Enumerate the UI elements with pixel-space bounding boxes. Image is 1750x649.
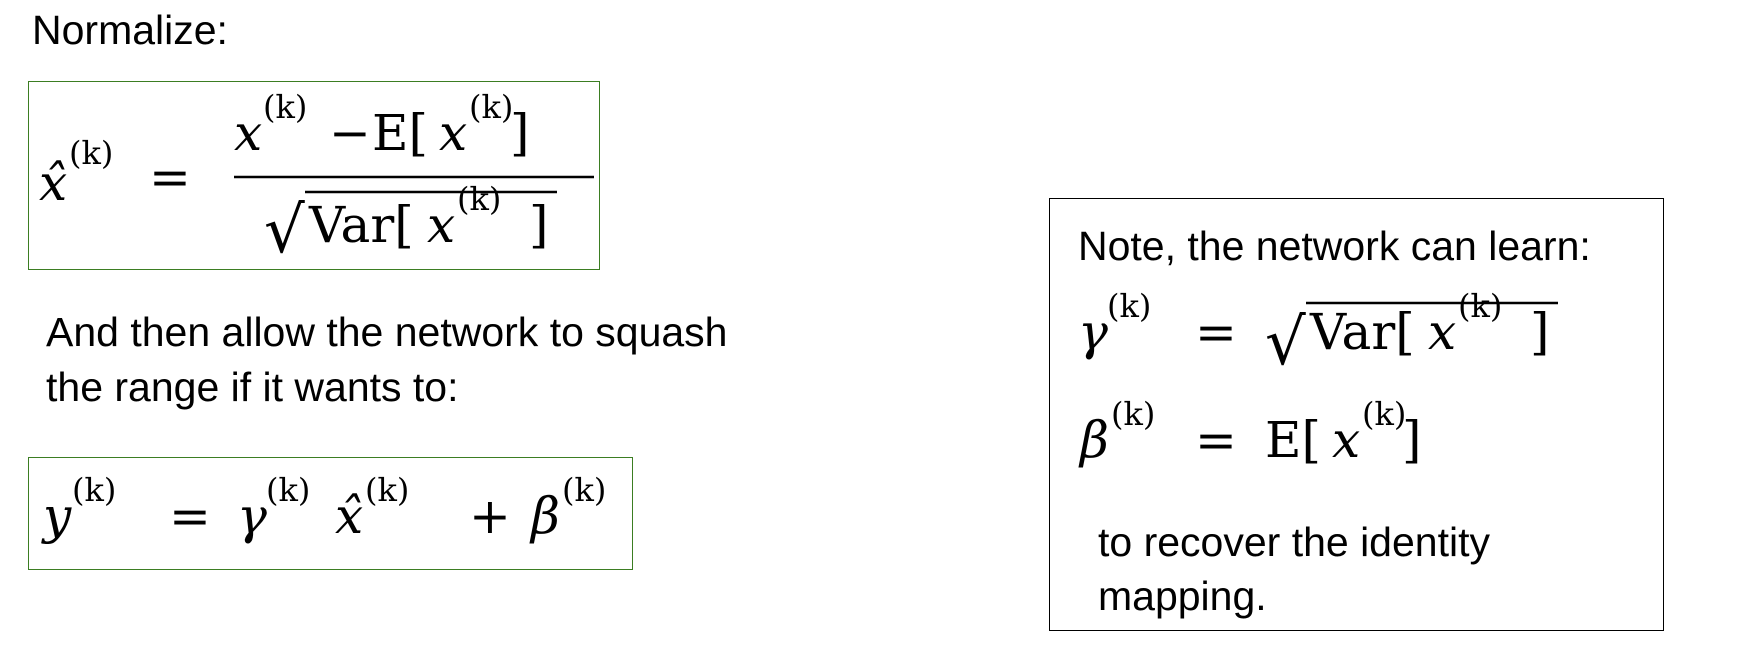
normalization-formula: x̂ (k) = x (k) − E[ x (k) ] √ Var[ x (k)…	[39, 88, 594, 268]
x-hat-symbol: x̂	[39, 154, 67, 212]
superscript-k: (k)	[469, 88, 513, 126]
superscript-k: (k)	[365, 471, 409, 509]
superscript-k: (k)	[1111, 395, 1155, 433]
expectation-open: E[	[372, 104, 428, 162]
equals-sign: =	[149, 148, 191, 206]
variance-open: Var[	[308, 196, 414, 254]
note-text-line-1: to recover the identity	[1098, 519, 1490, 565]
superscript-k: (k)	[266, 471, 310, 509]
sqrt-symbol: √	[1265, 306, 1306, 380]
beta-symbol: β	[1078, 411, 1109, 469]
x-hat-symbol: x̂	[335, 487, 363, 545]
x-symbol: x	[1332, 411, 1360, 469]
note-heading: Note, the network can learn:	[1078, 223, 1591, 269]
superscript-k: (k)	[69, 134, 113, 172]
scale-shift-formula-box: y (k) = γ (k) x̂ (k) + β (k)	[28, 457, 633, 570]
superscript-k: (k)	[1107, 287, 1151, 325]
close-bracket: ]	[529, 196, 549, 254]
superscript-k: (k)	[562, 471, 606, 509]
scale-shift-formula: y (k) = γ (k) x̂ (k) + β (k)	[41, 471, 606, 545]
x-symbol: x	[427, 196, 455, 254]
x-symbol: x	[1428, 303, 1456, 361]
equals-sign: =	[1195, 411, 1237, 469]
note-text-line-2: mapping.	[1098, 573, 1267, 619]
x-symbol: x	[439, 104, 467, 162]
minus-sign: −	[329, 104, 371, 162]
note-box: Note, the network can learn: γ (k) = √ V…	[1049, 198, 1664, 631]
expectation-open: E[	[1265, 411, 1321, 469]
variance-open: Var[	[1309, 303, 1415, 361]
squash-text-line-1: And then allow the network to squash	[46, 309, 728, 355]
superscript-k: (k)	[1362, 395, 1406, 433]
squash-text-line-2: the range if it wants to:	[46, 364, 459, 410]
note-formulas: γ (k) = √ Var[ x (k) ] β (k) = E[ x (k) …	[1078, 287, 1558, 469]
equals-sign: =	[169, 487, 211, 545]
sqrt-symbol: √	[264, 194, 305, 268]
close-bracket: ]	[1530, 303, 1550, 361]
x-symbol: x	[234, 104, 262, 162]
normalize-heading: Normalize:	[32, 7, 228, 53]
gamma-symbol: γ	[1078, 303, 1108, 361]
superscript-k: (k)	[263, 88, 307, 126]
gamma-symbol: γ	[237, 487, 267, 545]
beta-symbol: β	[529, 487, 560, 545]
equals-sign: =	[1195, 303, 1237, 361]
superscript-k: (k)	[1458, 287, 1502, 325]
plus-sign: +	[469, 487, 511, 545]
normalization-formula-box: x̂ (k) = x (k) − E[ x (k) ] √ Var[ x (k)…	[28, 81, 600, 270]
superscript-k: (k)	[457, 180, 501, 218]
close-bracket: ]	[510, 104, 530, 162]
close-bracket: ]	[1402, 411, 1422, 469]
superscript-k: (k)	[72, 471, 116, 509]
y-symbol: y	[41, 487, 72, 545]
